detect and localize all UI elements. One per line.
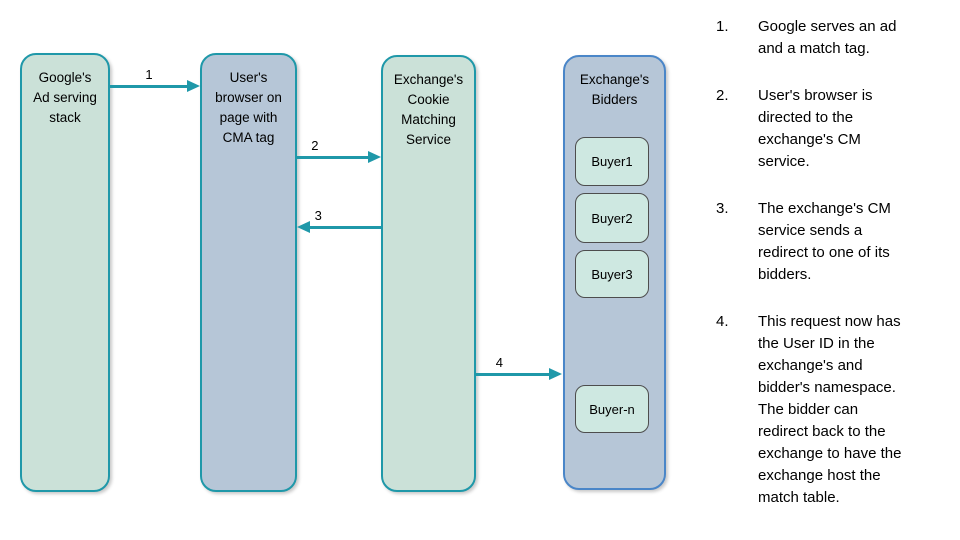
step-item-1: 1. Google serves an ad and a match tag. <box>690 16 948 60</box>
arrow-2: 2 <box>297 138 381 163</box>
step-number: 2. <box>716 87 729 104</box>
arrow-right-icon <box>549 368 562 380</box>
arrow-3: 3 <box>297 208 381 233</box>
step-text: User's browser is directed to the exchan… <box>758 87 873 170</box>
arrow-right-icon <box>187 80 200 92</box>
step-item-2: 2. User's browser is directed to the exc… <box>690 85 948 173</box>
arrow-right-icon <box>368 151 381 163</box>
arrow-4: 4 <box>476 355 562 380</box>
steps-panel: 1. Google serves an ad and a match tag. … <box>690 16 948 534</box>
buyer1-box: Buyer1 <box>575 137 649 186</box>
buyer2-box: Buyer2 <box>575 193 649 243</box>
arrow-3-line <box>307 226 381 229</box>
step-number: 3. <box>716 200 729 217</box>
buyer1-label: Buyer1 <box>591 154 633 169</box>
node-label: Google's Ad serving stack <box>33 70 97 125</box>
arrow-1-label: 1 <box>145 67 153 82</box>
buyer3-box: Buyer3 <box>575 250 649 298</box>
step-text: The exchange's CM service sends a redire… <box>758 200 891 283</box>
arrow-2-line <box>297 156 371 159</box>
arrow-1: 1 <box>109 67 200 92</box>
arrow-2-label: 2 <box>311 138 319 153</box>
step-item-3: 3. The exchange's CM service sends a red… <box>690 198 948 286</box>
node-user-browser: User's browser on page with CMA tag <box>200 53 297 492</box>
node-label: Exchange's Bidders <box>579 72 650 107</box>
step-text: This request now has the User ID in the … <box>758 313 902 506</box>
node-exchange-cookie-matching-service: Exchange's Cookie Matching Service <box>381 55 476 492</box>
node-label: User's browser on page with CMA tag <box>215 70 282 145</box>
arrow-4-line <box>476 373 552 376</box>
arrow-1-line <box>109 85 190 88</box>
arrow-left-icon <box>297 221 310 233</box>
node-label: Exchange's Cookie Matching Service <box>393 72 464 147</box>
node-google-ad-serving-stack: Google's Ad serving stack <box>20 53 110 492</box>
buyer3-label: Buyer3 <box>591 266 633 282</box>
buyer2-label: Buyer2 <box>591 210 633 226</box>
step-number: 4. <box>716 313 729 330</box>
step-item-4: 4. This request now has the User ID in t… <box>690 311 948 509</box>
step-number: 1. <box>716 18 729 35</box>
step-text: Google serves an ad and a match tag. <box>758 18 897 57</box>
buyer-n-label: Buyer-n <box>589 401 635 417</box>
arrow-3-label: 3 <box>314 208 322 223</box>
buyer-n-box: Buyer-n <box>575 385 649 433</box>
arrow-4-label: 4 <box>495 355 503 370</box>
